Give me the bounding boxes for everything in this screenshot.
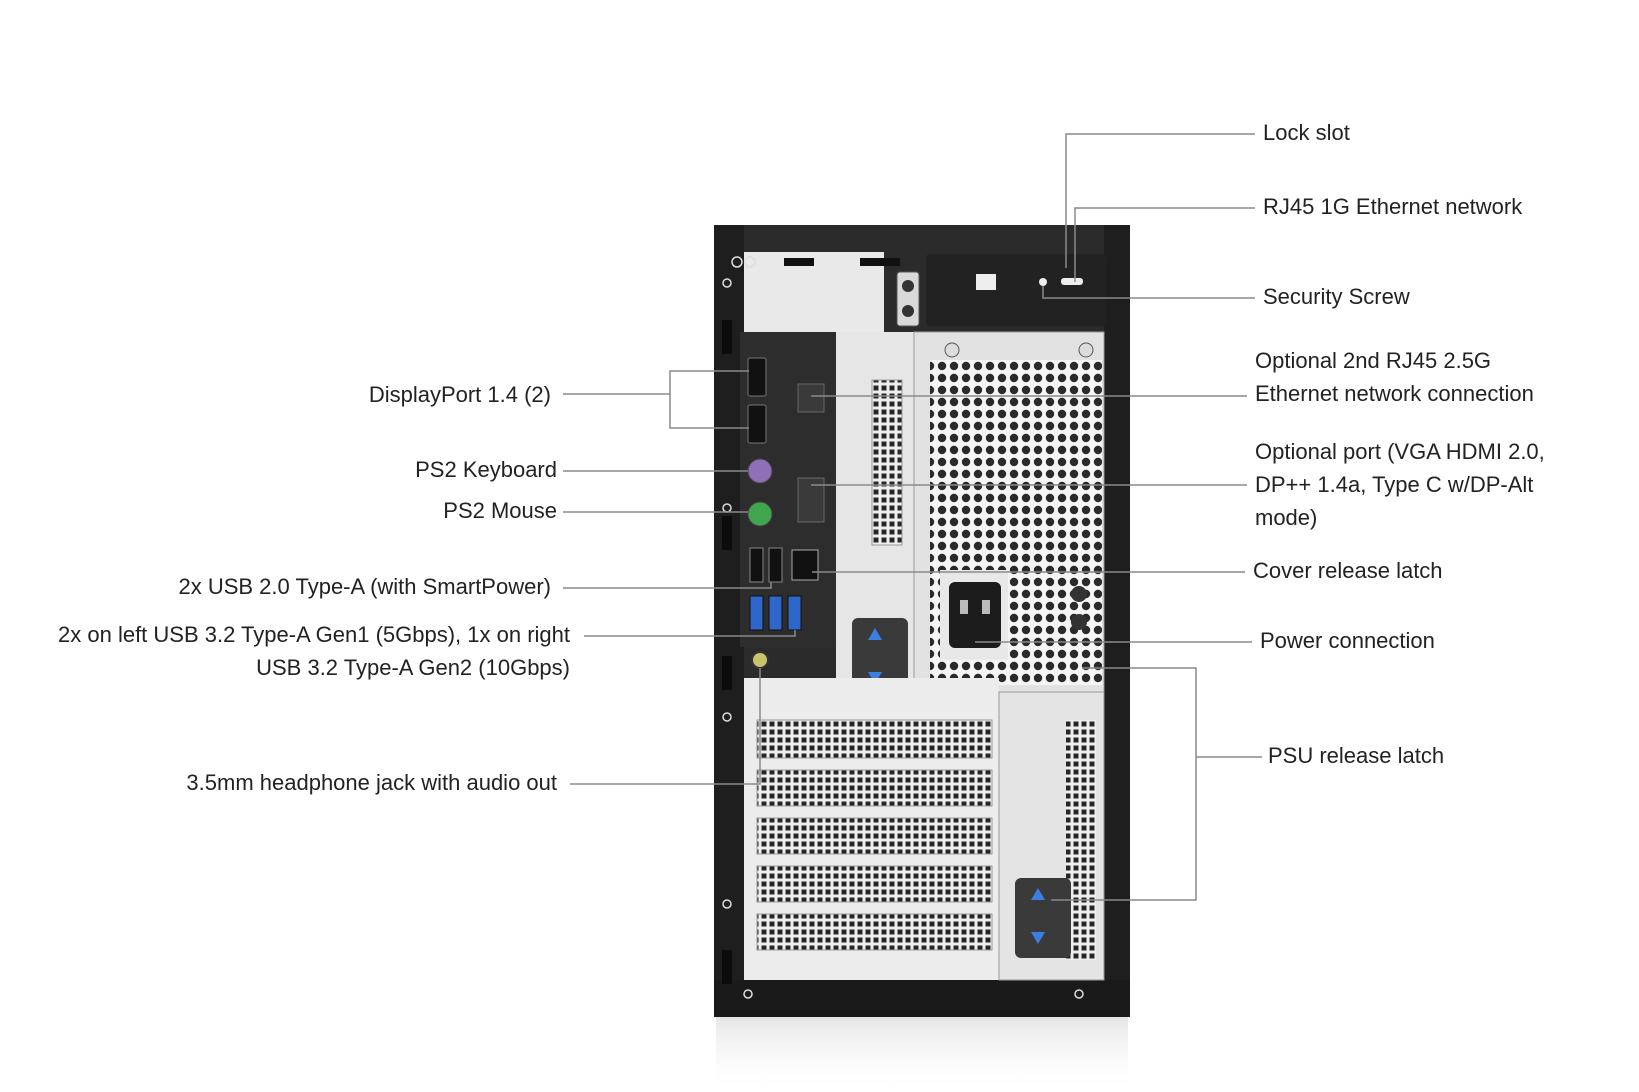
pci-slot-cover [756, 817, 993, 855]
callout-power-connection: Power connection [1260, 628, 1435, 653]
leader-usb2 [563, 582, 772, 589]
callout-displayport: DisplayPort 1.4 (2) [368, 382, 551, 407]
usb2-port [749, 547, 764, 583]
callout-cover-release-latch: Cover release latch [1253, 558, 1443, 583]
security-screw-hole [1039, 278, 1047, 286]
pci-slot-cover [756, 913, 993, 951]
chassis-right-edge [1104, 225, 1130, 1017]
leader-usb3 [584, 630, 796, 637]
callout-usb2: 2x USB 2.0 Type-A (with SmartPower) [178, 574, 551, 599]
callout-ps2-keyboard: PS2 Keyboard [415, 457, 557, 482]
leader-security-screw [1042, 286, 1255, 299]
ps2-keyboard-port [747, 458, 773, 484]
leader-audio [570, 668, 761, 785]
padlock-loop [976, 274, 996, 290]
callout-audio-jack: 3.5mm headphone jack with audio out [186, 770, 557, 795]
psu-screw [944, 342, 960, 358]
screw-hole [722, 899, 732, 909]
bottom-screw [1074, 989, 1084, 999]
leader-rj45 [1074, 207, 1255, 282]
displayport-port [747, 404, 767, 444]
power-pin [982, 600, 990, 614]
callout-optional-rj45: Optional 2nd RJ45 2.5G Ethernet network … [1255, 344, 1534, 410]
callout-optional-rj45-line1: Optional 2nd RJ45 2.5G [1255, 348, 1492, 373]
usb3-port [768, 595, 783, 631]
chassis-left-edge [714, 225, 744, 1017]
optional-rj45-slot [797, 383, 825, 413]
callout-ps2-mouse: PS2 Mouse [443, 498, 557, 523]
floor-reflection [716, 1015, 1128, 1092]
leader-lock-slot [1065, 133, 1255, 268]
vent-slot [860, 258, 900, 266]
psu-release-latch [1015, 878, 1071, 958]
edge-slot [722, 320, 732, 354]
leader-lines-left [563, 370, 796, 785]
callout-rj45: RJ45 1G Ethernet network [1263, 194, 1523, 219]
callout-optional-port-line1: Optional port (VGA HDMI 2.0, [1255, 439, 1545, 464]
psu-switch [1071, 586, 1087, 602]
edge-slot [722, 656, 732, 690]
chassis-bottom [714, 980, 1130, 1017]
callout-optional-port-line2: DP++ 1.4a, Type C w/DP-Alt [1255, 472, 1534, 497]
psu-screw [1078, 342, 1094, 358]
callout-usb3-line2: USB 3.2 Type-A Gen2 (10Gbps) [256, 655, 570, 680]
edge-slot [722, 950, 732, 984]
displayport-port [747, 357, 767, 397]
antenna-connector [902, 280, 914, 292]
lock-slot-hole [1061, 278, 1083, 285]
callout-optional-port: Optional port (VGA HDMI 2.0, DP++ 1.4a, … [1255, 435, 1545, 534]
pci-slot-cover [756, 865, 993, 903]
top-screw [744, 256, 756, 268]
vent-grille [871, 379, 903, 546]
callout-psu-release-latch: PSU release latch [1268, 743, 1445, 768]
screw-hole [722, 712, 732, 722]
usb3-port [787, 595, 802, 631]
usb3-port [749, 595, 764, 631]
rj45-port [791, 549, 819, 581]
antenna-connector [902, 305, 914, 317]
power-pin [960, 600, 968, 614]
power-connector [949, 582, 1001, 648]
pci-slot-cover [756, 769, 993, 807]
psu-led [1071, 614, 1087, 630]
callout-usb3: 2x on left USB 3.2 Type-A Gen1 (5Gbps), … [58, 618, 570, 684]
usb2-port [768, 547, 783, 583]
bottom-screw [743, 989, 753, 999]
edge-slot [722, 516, 732, 550]
callout-usb3-line1: 2x on left USB 3.2 Type-A Gen1 (5Gbps), … [58, 622, 570, 647]
leader-lines-right [811, 133, 1262, 901]
lock-block [926, 254, 1106, 326]
callout-optional-port-line3: mode) [1255, 505, 1318, 530]
audio-jack [751, 651, 769, 669]
screw-hole [722, 278, 732, 288]
ps2-mouse-port [747, 501, 773, 527]
pci-slot-cover [756, 719, 993, 759]
leader-psu-latch-bracket [1051, 667, 1197, 901]
callout-lock-slot: Lock slot [1263, 120, 1350, 145]
callout-optional-rj45-line2: Ethernet network connection [1255, 381, 1534, 406]
top-screw [731, 256, 743, 268]
leader-displayport-bracket [669, 370, 749, 429]
vent-slot [784, 258, 814, 266]
callout-security-screw: Security Screw [1263, 284, 1410, 309]
